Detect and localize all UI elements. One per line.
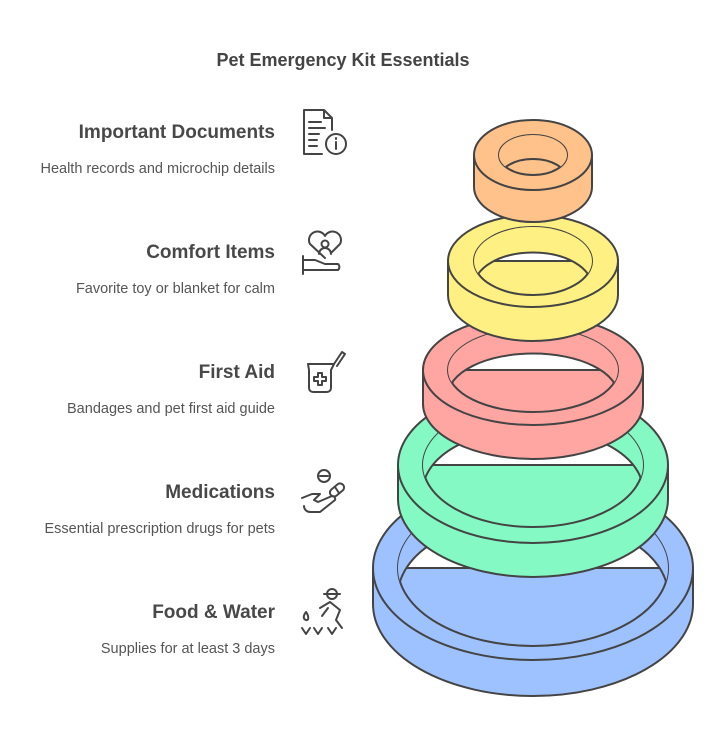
diagram-title: Pet Emergency Kit Essentials <box>216 50 470 70</box>
item-title-comfort: Comfort Items <box>146 242 275 263</box>
item-desc-food-water: Supplies for at least 3 days <box>100 641 275 657</box>
item-title-first-aid: First Aid <box>198 362 275 383</box>
ring-1 <box>472 119 594 223</box>
ring-inner-wall <box>499 135 567 175</box>
ring-inner-edge <box>474 251 592 295</box>
document-info-icon <box>303 109 347 155</box>
ring-inner-edge <box>448 352 618 412</box>
item-desc-medications: Essential prescription drugs for pets <box>44 521 276 537</box>
ring-3 <box>421 314 645 460</box>
heart-hand-icon <box>302 230 342 275</box>
item-desc-comfort: Favorite toy or blanket for calm <box>75 281 275 297</box>
ring-2 <box>446 214 620 342</box>
item-title-food-water: Food & Water <box>152 602 275 623</box>
ring-inner-wall <box>474 227 592 295</box>
pills-hand-icon <box>301 469 346 513</box>
ring-inner-edge <box>499 158 567 176</box>
item-desc-first-aid: Bandages and pet first aid guide <box>67 401 275 417</box>
item-desc-documents: Health records and microchip details <box>40 161 275 177</box>
item-title-documents: Important Documents <box>78 122 275 143</box>
item-title-medications: Medications <box>165 482 275 503</box>
first-aid-kit-icon <box>307 351 346 393</box>
farming-water-icon <box>301 588 343 635</box>
